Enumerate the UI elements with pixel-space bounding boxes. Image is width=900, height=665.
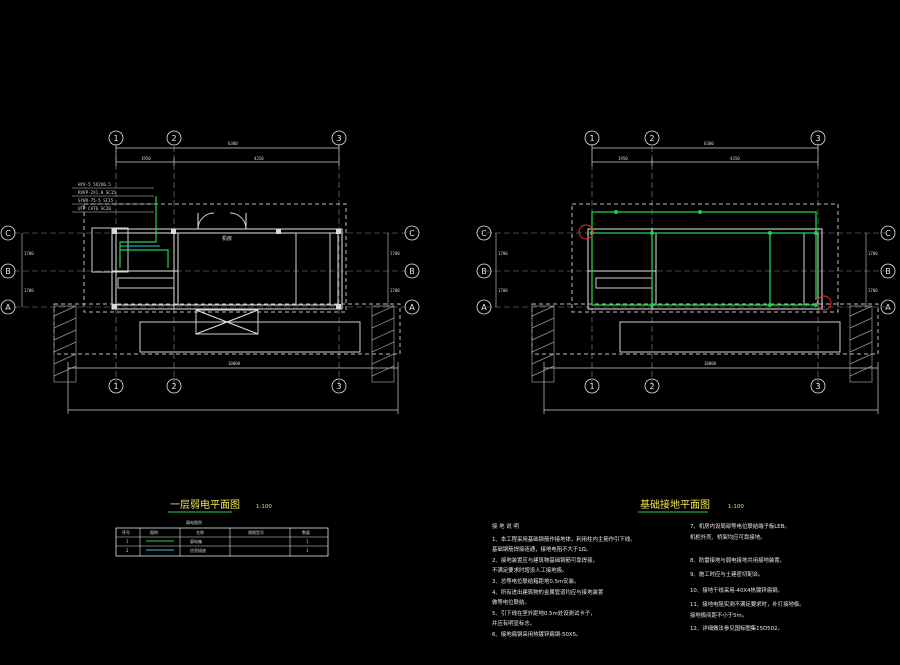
grid-bubble-left-C: C xyxy=(5,229,11,238)
legend-row1-col1: 1 xyxy=(126,539,129,544)
r-grid-bubble-bottom-1: 1 xyxy=(589,382,594,391)
grounding-notes: 接 地 说 明 1、本工程采用基础钢筋作接地体，利用柱内主筋作引下线。 基础钢筋… xyxy=(492,522,805,638)
svg-text:6300: 6300 xyxy=(704,141,714,146)
svg-text:6300: 6300 xyxy=(228,141,238,146)
notes-left-10: 6、接地扁钢采用热镀锌扁钢-50X5。 xyxy=(492,630,581,638)
grid-bubble-left-A: A xyxy=(5,303,11,312)
svg-text:1700: 1700 xyxy=(498,288,508,293)
legend-header-col2: 图例 xyxy=(150,529,158,535)
room-label: 机房 xyxy=(222,235,232,242)
notes-left-5: 3、总等电位联结箱距地0.5m安装。 xyxy=(492,577,579,585)
left-plan-title: 一层弱电平面图 xyxy=(170,498,240,511)
grid-bubble-bottom-1: 1 xyxy=(113,382,118,391)
legend-row2-col1: 2 xyxy=(126,548,129,553)
r-grid-bubble-left-A: A xyxy=(481,303,487,312)
r-grid-bubble-bottom-3: 3 xyxy=(815,382,820,391)
r-grid-bubble-right-C: C xyxy=(885,229,891,238)
right-plan-title: 基础接地平面图 xyxy=(640,498,710,511)
right-grid-lines xyxy=(486,146,886,385)
grid-bubble-right-A: A xyxy=(409,303,415,312)
r-grid-bubble-top-1: 1 xyxy=(589,134,594,143)
svg-text:RVVP-2X1.0 SC15: RVVP-2X1.0 SC15 xyxy=(78,190,116,195)
legend-row2-col5: 1 xyxy=(306,548,309,553)
r-grid-bubble-right-A: A xyxy=(885,303,891,312)
legend-table: 弱电图例 序号 图例 名称 规格型号 数量 1 弱电箱 1 2 信息插座 1 xyxy=(115,519,329,557)
svg-text:HYV-5 5X2X0.5: HYV-5 5X2X0.5 xyxy=(78,182,111,187)
svg-text:SYWV-75-5 SC15: SYWV-75-5 SC15 xyxy=(78,198,114,203)
notes-left-9: 并应有明显标志。 xyxy=(492,619,535,627)
right-hatched-walls xyxy=(531,305,873,383)
r-grid-bubble-top-2: 2 xyxy=(649,134,654,143)
r-grid-bubble-left-B: B xyxy=(481,267,487,276)
notes-right-2: 机柜外壳、桥架均应可靠接地。 xyxy=(690,533,765,541)
legend-header-col1: 序号 xyxy=(122,529,130,535)
notes-right-6: 11、接地电阻实测不满足要求时，补打接地极。 xyxy=(690,600,805,608)
legend-header-col4: 规格型号 xyxy=(248,529,264,535)
notes-left-7: 做等电位联结。 xyxy=(492,598,530,606)
grid-bubble-bottom-2: 2 xyxy=(171,382,176,391)
svg-text:1950: 1950 xyxy=(141,156,151,161)
grounding-ring xyxy=(591,211,818,306)
r-grid-bubble-top-3: 3 xyxy=(815,134,820,143)
notes-left-3: 2、接地装置应与建筑物基础钢筋可靠焊接， xyxy=(492,556,598,564)
svg-text:1700: 1700 xyxy=(868,288,878,293)
left-grid-lines xyxy=(14,146,410,385)
svg-text:1700: 1700 xyxy=(390,288,400,293)
notes-right-1: 7、机房内设局部等电位联结端子板LEB。 xyxy=(690,522,790,530)
right-top-dimensions xyxy=(591,144,819,166)
svg-text:1700: 1700 xyxy=(498,251,508,256)
right-plan-scale: 1:100 xyxy=(728,504,744,510)
legend-row2-col3: 信息插座 xyxy=(190,547,206,553)
left-floor-plan: 6300 1950 4350 10800 1700 1700 1700 1700 xyxy=(0,130,420,557)
legend-row1-col3: 弱电箱 xyxy=(190,538,202,544)
left-walls xyxy=(53,203,401,355)
notes-left-2: 基础钢筋焊接连通，接地电阻不大于1Ω。 xyxy=(492,545,591,553)
left-weak-current-wiring xyxy=(119,196,169,268)
grid-bubble-right-C: C xyxy=(409,229,415,238)
legend-header-col5: 数量 xyxy=(302,529,310,535)
svg-text:1700: 1700 xyxy=(24,251,34,256)
left-bottom-dimensions xyxy=(67,362,399,414)
notes-right-8: 12、详细做法参见国标图集15D502。 xyxy=(690,624,783,632)
notes-right-7: 接地极间距不小于5m。 xyxy=(690,611,747,619)
r-grid-bubble-bottom-2: 2 xyxy=(649,382,654,391)
notes-heading: 接 地 说 明 xyxy=(492,522,519,530)
grid-bubble-bottom-3: 3 xyxy=(336,382,341,391)
right-grid-bubbles xyxy=(476,130,896,394)
left-grid-bubbles xyxy=(0,130,420,394)
notes-left-8: 5、引下线在室外距地0.5m处设测试卡子， xyxy=(492,609,596,617)
notes-left-1: 1、本工程采用基础钢筋作接地体，利用柱内主筋作引下线。 xyxy=(492,535,636,543)
right-walls xyxy=(531,203,879,355)
svg-text:1700: 1700 xyxy=(390,251,400,256)
left-top-dimensions xyxy=(115,144,340,166)
r-grid-bubble-right-B: B xyxy=(885,267,891,276)
right-floor-plan: 6300 1950 4350 10800 1700 1700 1700 1700 xyxy=(476,130,896,638)
svg-text:1700: 1700 xyxy=(24,288,34,293)
legend-caption: 弱电图例 xyxy=(186,519,202,525)
svg-text:4350: 4350 xyxy=(730,156,740,161)
svg-text:4350: 4350 xyxy=(254,156,264,161)
left-hatched-walls xyxy=(53,305,395,383)
notes-left-4: 不满足要求时增设人工接地极。 xyxy=(492,566,567,574)
svg-text:1950: 1950 xyxy=(618,156,628,161)
r-grid-bubble-left-C: C xyxy=(481,229,487,238)
grid-bubble-top-1: 1 xyxy=(113,134,118,143)
notes-left-6: 4、所有进出建筑物的金属管道均应与接地装置 xyxy=(492,588,604,596)
grid-bubble-top-2: 2 xyxy=(171,134,176,143)
svg-text:UTP CAT6 SC20: UTP CAT6 SC20 xyxy=(78,206,111,211)
grid-bubble-top-3: 3 xyxy=(336,134,341,143)
svg-text:10800: 10800 xyxy=(704,361,717,366)
notes-right-3: 8、防雷接地与弱电接地共用接地装置。 xyxy=(690,556,785,564)
legend-row1-col5: 1 xyxy=(306,539,309,544)
left-plan-scale: 1:100 xyxy=(256,504,272,510)
test-point-markers xyxy=(578,224,832,311)
grid-bubble-right-B: B xyxy=(409,267,415,276)
svg-text:10800: 10800 xyxy=(228,361,241,366)
legend-header-col3: 名称 xyxy=(196,529,204,535)
notes-right-4: 9、施工时应与土建密切配合。 xyxy=(690,570,764,578)
svg-text:1700: 1700 xyxy=(868,251,878,256)
grid-bubble-left-B: B xyxy=(5,267,11,276)
notes-right-5: 10、接地干线采用-40X4热镀锌扁钢。 xyxy=(690,586,783,594)
